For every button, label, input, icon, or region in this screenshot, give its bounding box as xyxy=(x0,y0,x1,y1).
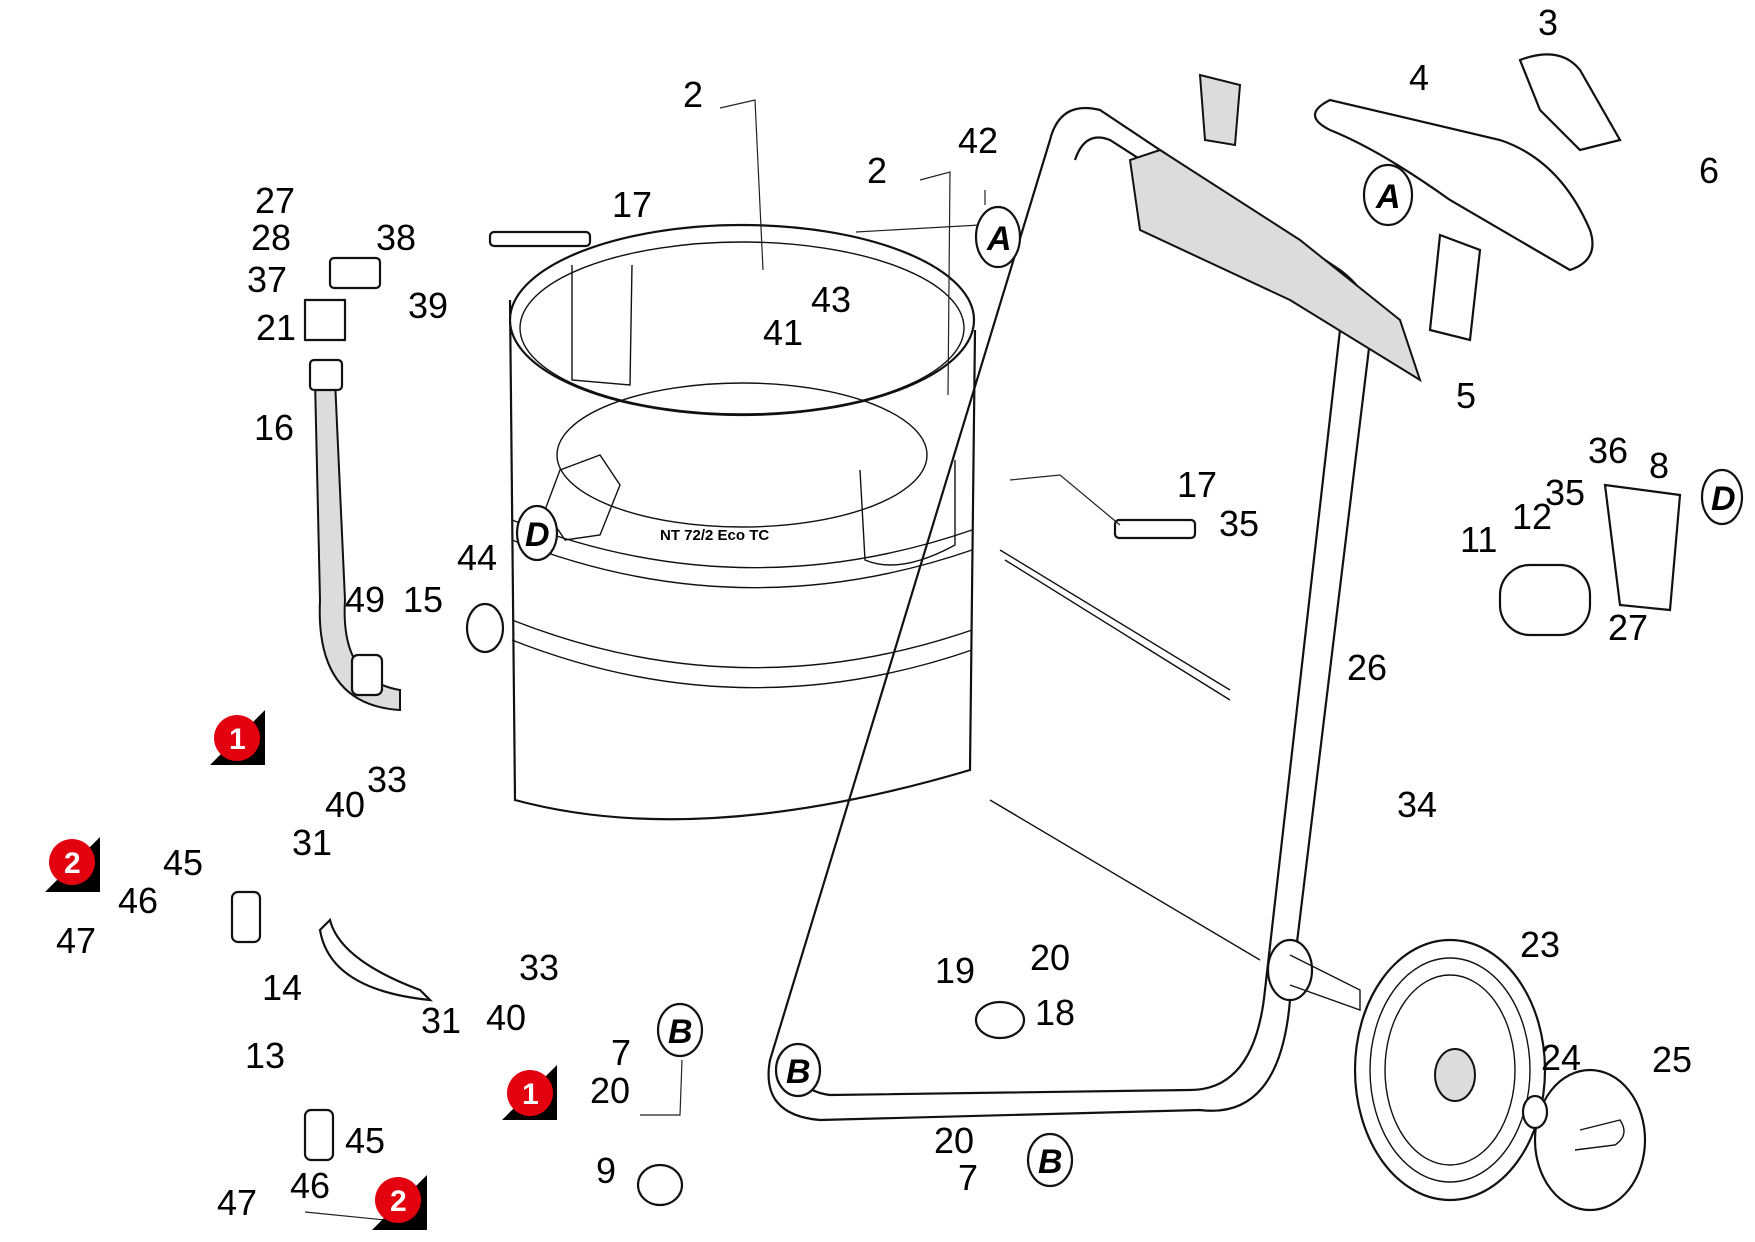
part-label: 17 xyxy=(1177,464,1217,505)
part-label: 7 xyxy=(958,1157,978,1198)
part-label: 43 xyxy=(811,279,851,320)
part-label: 38 xyxy=(376,217,416,258)
part-label: 20 xyxy=(590,1070,630,1111)
part-label: 14 xyxy=(262,967,302,1008)
part-label: 37 xyxy=(247,259,287,300)
part-label: 4 xyxy=(1409,57,1429,98)
part-label: 8 xyxy=(1649,445,1669,486)
part-label: 9 xyxy=(596,1150,616,1191)
part-label: 11 xyxy=(1460,519,1497,560)
part-label: 20 xyxy=(934,1120,974,1161)
part-label: 46 xyxy=(118,880,158,921)
variant-marker-circle xyxy=(49,839,95,885)
part-label: 41 xyxy=(763,312,803,353)
reference-letter-d: D xyxy=(1711,480,1736,518)
fastener-hardware xyxy=(230,230,1682,1207)
reference-letter-d: D xyxy=(525,516,550,554)
reference-letter-b: B xyxy=(668,1013,693,1051)
part-label: 23 xyxy=(1520,924,1560,965)
variant-marker-1: 1 xyxy=(522,1078,539,1111)
part-label: 47 xyxy=(217,1182,257,1223)
part-label: 17 xyxy=(612,184,652,225)
part-label: 47 xyxy=(56,920,96,961)
part-label: 28 xyxy=(251,217,291,258)
part-label: 16 xyxy=(254,407,294,448)
reference-letters: A A B B B D D xyxy=(515,163,1744,1188)
part-label: 19 xyxy=(935,950,975,991)
part-label: 35 xyxy=(1545,472,1585,513)
variant-marker-circle xyxy=(375,1177,421,1223)
reference-letter-a: A xyxy=(1375,178,1401,216)
trolley-frame xyxy=(767,106,1422,1122)
part-label: 31 xyxy=(421,1000,461,1041)
part-label: 7 xyxy=(611,1032,631,1073)
drum-model-label: NT 72/2 Eco TC xyxy=(660,527,769,544)
part-label: 34 xyxy=(1397,784,1437,825)
part-label: 36 xyxy=(1588,430,1628,471)
variant-marker-circle xyxy=(214,715,260,761)
part-label: 3 xyxy=(1538,2,1558,43)
part-label: 49 xyxy=(345,579,385,620)
part-label: 40 xyxy=(325,784,365,825)
part-label: 45 xyxy=(345,1120,385,1161)
part-label: 6 xyxy=(1699,150,1719,191)
part-label: 45 xyxy=(163,842,203,883)
part-label: 35 xyxy=(1219,503,1259,544)
part-label: 26 xyxy=(1347,647,1387,688)
part-label: 31 xyxy=(292,822,332,863)
part-label: 12 xyxy=(1512,496,1552,537)
reference-letter-b: B xyxy=(786,1053,811,1091)
hub-cap xyxy=(1533,1068,1647,1212)
part-label: 46 xyxy=(290,1165,330,1206)
part-label: 2 xyxy=(683,74,703,115)
part-label: 27 xyxy=(255,180,295,221)
part-label: 13 xyxy=(245,1035,285,1076)
part-label: 27 xyxy=(1608,607,1648,648)
variant-marker-1: 1 xyxy=(229,723,246,756)
part-label: 15 xyxy=(403,579,443,620)
reference-letter-a: A xyxy=(986,220,1012,258)
part-label: 20 xyxy=(1030,937,1070,978)
part-label: 18 xyxy=(1035,992,1075,1033)
part-number-labels: 2 2 3 4 5 6 7 7 8 9 11 12 13 14 15 16 17… xyxy=(56,2,1719,1223)
part-label: 2 xyxy=(867,150,887,191)
variant-marker-circle xyxy=(507,1070,553,1116)
wheel xyxy=(1353,938,1547,1202)
drum-container: NT 72/2 Eco TC xyxy=(508,223,977,821)
part-label: 21 xyxy=(256,307,296,348)
suction-hose xyxy=(303,298,401,712)
part-label: 40 xyxy=(486,997,526,1038)
variant-markers: 1 1 2 2 xyxy=(45,710,557,1230)
part-label: 24 xyxy=(1541,1037,1581,1078)
handle-top-assembly xyxy=(1198,53,1622,342)
variant-marker-2: 2 xyxy=(390,1185,407,1218)
part-label: 5 xyxy=(1456,375,1476,416)
retaining-washer xyxy=(1521,1094,1549,1130)
part-label: 44 xyxy=(457,537,497,578)
reference-letter-b: B xyxy=(1038,1143,1063,1181)
part-label: 39 xyxy=(408,285,448,326)
leader-lines xyxy=(304,99,1121,1221)
part-label: 33 xyxy=(519,947,559,988)
variant-marker-2: 2 xyxy=(64,847,81,880)
part-label: 33 xyxy=(367,759,407,800)
part-label: 25 xyxy=(1652,1039,1692,1080)
part-label: 42 xyxy=(958,120,998,161)
